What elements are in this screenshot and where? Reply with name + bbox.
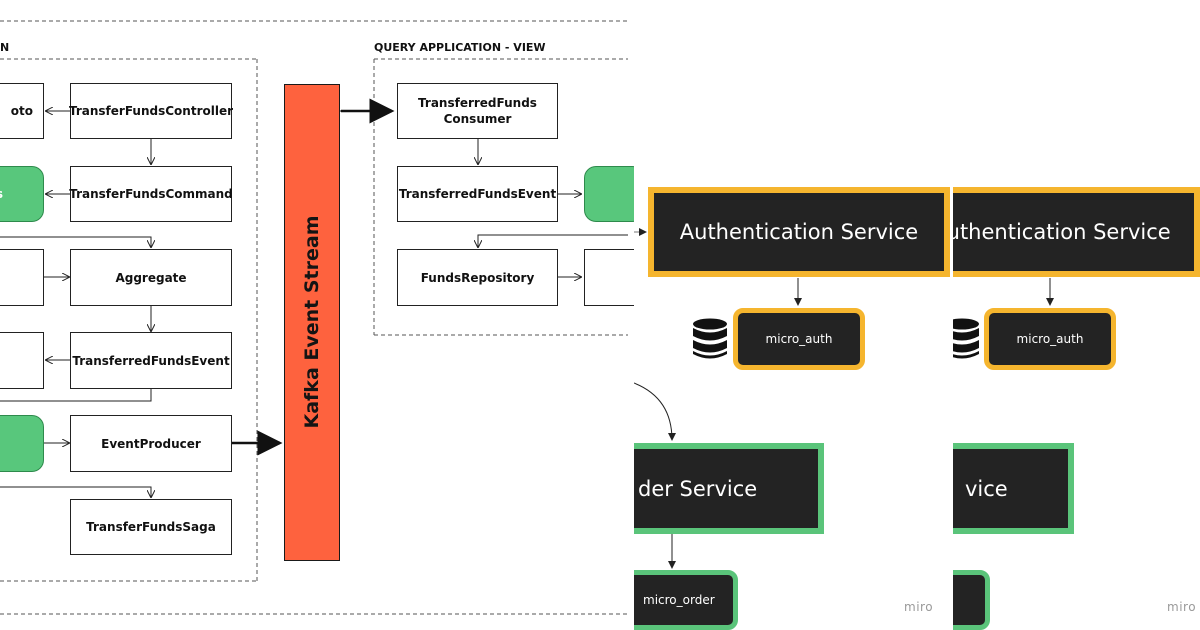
micro-order-db-b[interactable] [953,570,990,630]
transferred-funds-event-command[interactable]: TransferredFundsEvent [70,332,232,389]
database-icon [953,318,980,365]
miro-watermark-a: miro [904,600,934,614]
panel-b: Authentication Service micro_auth vice m… [953,0,1200,630]
cropped-box-4[interactable] [0,332,44,389]
panel-a-connectors [634,228,802,569]
transferred-funds-consumer[interactable]: TransferredFunds Consumer [397,83,558,139]
funds-repository[interactable]: FundsRepository [397,249,558,306]
order-service-b[interactable]: vice [953,443,1074,534]
transfer-funds-controller[interactable]: TransferFundsController [69,83,233,139]
database-icon [692,318,728,365]
kafka-label: Kafka Event Stream [301,215,323,429]
transfer-funds-command[interactable]: TransferFundsCommand [69,166,233,222]
cropped-green-box[interactable]: s [0,166,44,222]
cqrs-connectors [0,20,628,615]
cropped-box-3[interactable] [0,249,44,306]
miro-watermark-b: miro [1167,600,1197,614]
micro-auth-db-b[interactable]: micro_auth [984,308,1116,370]
command-section-title: N [0,41,10,54]
cropped-green-box-2[interactable] [0,415,44,472]
panel-a: Authentication Service micro_auth der Se… [634,0,950,630]
micro-order-db-a[interactable]: micro_order [634,570,738,630]
auth-service-b[interactable]: Authentication Service [953,187,1200,277]
kafka-event-stream[interactable] [284,84,340,561]
order-service-a[interactable]: der Service [634,443,824,534]
micro-auth-db-a[interactable]: micro_auth [733,308,865,370]
query-section-title: QUERY APPLICATION - VIEW [374,41,546,54]
aggregate[interactable]: Aggregate [70,249,232,306]
transferred-funds-event-query[interactable]: TransferredFundsEvent [397,166,558,222]
auth-service-a[interactable]: Authentication Service [648,187,950,277]
event-producer[interactable]: EventProducer [70,415,232,472]
cropped-dto-box[interactable]: oto [0,83,44,139]
transfer-funds-saga[interactable]: TransferFundsSaga [70,499,232,555]
panel-b-connectors [1046,278,1054,306]
